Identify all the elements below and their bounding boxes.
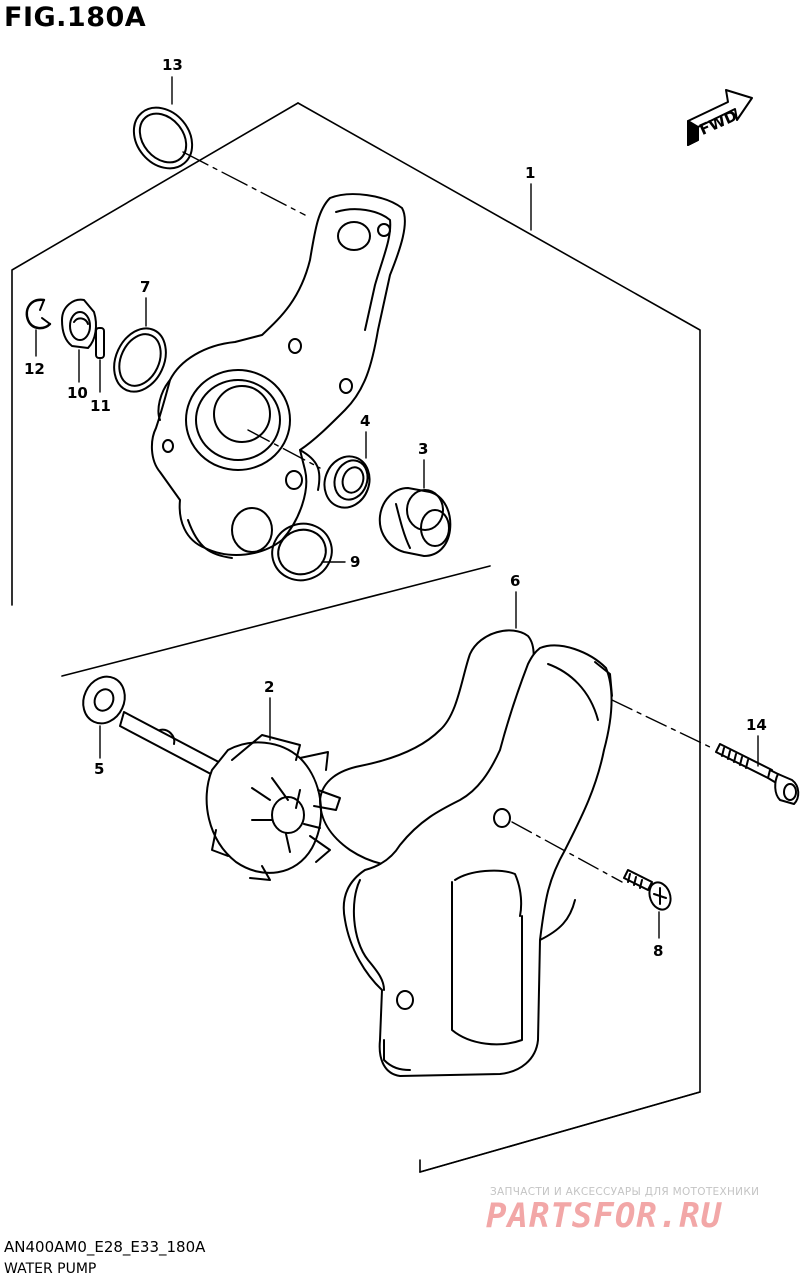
model-code: AN400AM0_E28_E33_180A xyxy=(4,1238,206,1256)
bushing-10 xyxy=(61,298,97,349)
callout-8: 8 xyxy=(653,942,663,960)
callout-9: 9 xyxy=(350,553,360,571)
watermark-tagline: ЗАПЧАСТИ И АКСЕССУАРЫ ДЛЯ МОТОТЕХНИКИ xyxy=(490,1186,760,1198)
callout-4: 4 xyxy=(360,412,370,430)
callout-7: 7 xyxy=(140,278,150,296)
o-ring-7 xyxy=(113,327,167,393)
callout-3: 3 xyxy=(418,440,428,458)
leader-cover-dash xyxy=(247,429,321,469)
pump-cover xyxy=(150,193,406,559)
mechanical-seal-3 xyxy=(378,487,452,557)
oil-seal-4 xyxy=(323,455,371,509)
bolt-14 xyxy=(715,743,800,805)
callout-10: 10 xyxy=(67,384,88,402)
callout-2: 2 xyxy=(264,678,274,696)
callout-5: 5 xyxy=(94,760,104,778)
leader-13-dash xyxy=(182,151,306,216)
callout-13: 13 xyxy=(162,56,183,74)
washer-5 xyxy=(82,675,126,725)
callout-12: 12 xyxy=(24,360,45,378)
pin-11 xyxy=(95,327,105,359)
screw-8 xyxy=(623,869,672,911)
o-ring-13 xyxy=(132,106,194,170)
pump-body xyxy=(342,644,613,1077)
fwd-arrow-icon xyxy=(687,89,753,146)
o-ring-9 xyxy=(271,522,333,582)
leader-body-dash-2 xyxy=(511,821,623,883)
impeller-shaft-2 xyxy=(119,711,341,881)
callout-1: 1 xyxy=(525,164,535,182)
figure-title: FIG.180A xyxy=(4,2,147,33)
group-separator xyxy=(61,565,491,677)
callout-14: 14 xyxy=(746,716,767,734)
callout-11: 11 xyxy=(90,397,111,415)
assembly-outline xyxy=(11,102,701,1173)
leader-body-dash xyxy=(611,699,713,749)
e-ring-12 xyxy=(25,298,52,330)
callout-6: 6 xyxy=(510,572,520,590)
watermark-logo: PARTSFOR.RU xyxy=(486,1196,723,1236)
section-name: WATER PUMP xyxy=(4,1261,97,1277)
